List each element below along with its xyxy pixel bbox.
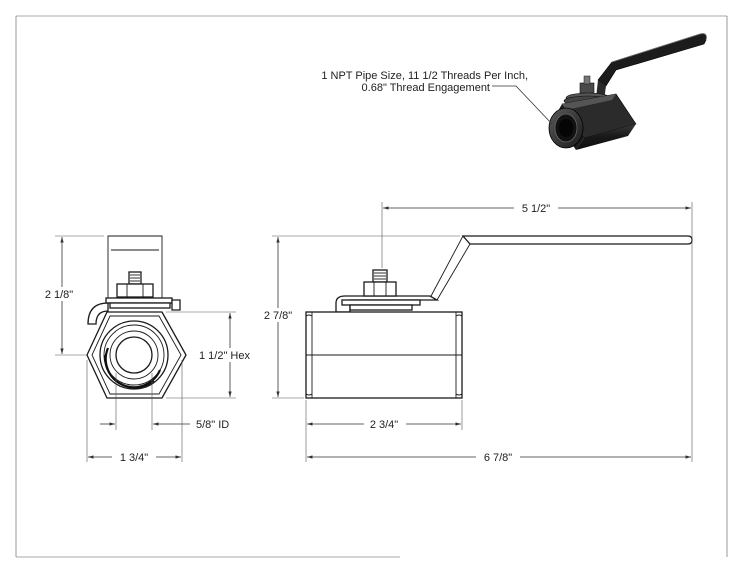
overall-length-label: 6 7/8" [484,452,512,464]
sheet-border [15,15,728,558]
hex-label: 1 1/2" Hex [199,350,250,362]
id-label: 5/8" ID [196,419,229,431]
callout-line1: 1 NPT Pipe Size, 11 1/2 Threads Per Inch… [321,70,528,82]
valve-side-view [305,235,693,399]
front-height-label: 2 1/8" [45,289,73,301]
handle-length-label: 5 1/2" [522,203,550,215]
callout-line2: 0.68" Thread Engagement [362,82,490,94]
front-width-label: 1 3/4" [120,452,148,464]
body-length-label: 2 3/4" [370,419,398,431]
valve-front-view [86,235,187,399]
side-height-label: 2 7/8" [264,310,292,322]
valve-isometric-image [548,33,707,150]
callout-leader [492,85,553,125]
